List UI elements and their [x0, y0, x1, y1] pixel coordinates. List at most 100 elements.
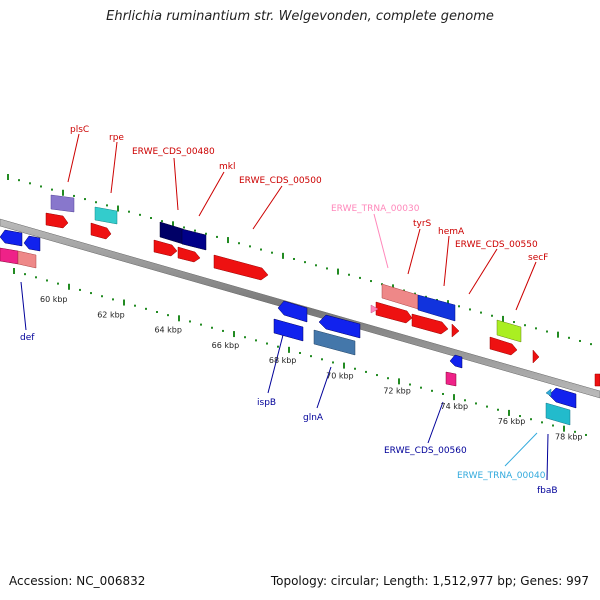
ruler-major-tick: [453, 394, 455, 401]
gene-def[interactable]: [0, 229, 23, 247]
gene-erwe-00550[interactable]: [496, 319, 522, 343]
ruler-dot: [304, 261, 306, 264]
gene-erwe-00560[interactable]: [445, 371, 457, 387]
cds-arrow[interactable]: [213, 254, 269, 281]
gene-def-b[interactable]: [23, 235, 41, 252]
ruler-dot: [90, 292, 92, 295]
accession-text: Accession: NC_006832: [9, 574, 146, 588]
ruler-dot: [359, 276, 361, 279]
ruler-dot: [189, 320, 191, 323]
gene-label[interactable]: ispB: [257, 398, 276, 408]
ruler-dot: [238, 242, 240, 245]
ruler-dot: [574, 430, 576, 433]
ruler-dot: [145, 307, 147, 310]
cds-arrow[interactable]: [177, 246, 201, 263]
ruler-dot: [255, 339, 257, 342]
gene-label[interactable]: ERWE_CDS_00550: [455, 240, 538, 250]
gene-label[interactable]: mkl: [219, 162, 235, 172]
gene-mkl[interactable]: [181, 228, 207, 251]
gene-rpe[interactable]: [94, 206, 118, 225]
trna-arrow[interactable]: [370, 304, 379, 314]
gene-label[interactable]: ERWE_TRNA_00040: [457, 471, 546, 481]
cds-arrow[interactable]: [90, 222, 112, 240]
ruler-dot: [40, 185, 42, 188]
gene-label[interactable]: plsC: [70, 125, 89, 135]
ruler-dot: [370, 280, 372, 283]
ruler-dot: [409, 383, 411, 386]
ruler-dot: [29, 182, 31, 185]
ruler-dot: [326, 267, 328, 270]
ruler-dot: [387, 377, 389, 380]
gene-ispB[interactable]: [273, 318, 304, 342]
gene-glnA-a[interactable]: [318, 314, 361, 339]
ruler-dot: [491, 314, 493, 317]
gene-pink[interactable]: [0, 247, 19, 265]
cds-arrow[interactable]: [594, 373, 600, 387]
forward-arrows[interactable]: [45, 212, 600, 387]
cds-arrow[interactable]: [451, 323, 460, 338]
gene-fbaB-block[interactable]: [545, 402, 571, 426]
gene-erwe-00560-a[interactable]: [449, 354, 463, 369]
ruler-major-tick: [288, 346, 290, 353]
gene-label[interactable]: fbaB: [537, 486, 558, 496]
reverse-features[interactable]: [0, 229, 577, 409]
ruler-dot: [321, 358, 323, 361]
gene-label[interactable]: def: [20, 333, 35, 343]
gene-label[interactable]: ERWE_CDS_00480: [132, 147, 215, 157]
gene-label[interactable]: glnA: [303, 413, 324, 423]
ruler-dot: [260, 248, 262, 251]
gene-hemA[interactable]: [417, 294, 456, 322]
ruler-major-tick: [13, 268, 15, 274]
forward-features[interactable]: [50, 194, 571, 426]
ruler-dot: [211, 326, 213, 329]
gene-glnA[interactable]: [313, 329, 356, 356]
ruler-major-tick: [178, 315, 180, 322]
cds-arrow[interactable]: [489, 336, 518, 356]
gene-label[interactable]: ERWE_CDS_00560: [384, 446, 467, 456]
gene-ispB-a[interactable]: [277, 300, 308, 323]
ruler-dot: [519, 415, 521, 418]
trna-40-arrow[interactable]: [545, 388, 552, 397]
ruler-dot: [464, 399, 466, 402]
gene-label[interactable]: rpe: [109, 133, 124, 143]
cds-arrow[interactable]: [153, 239, 178, 257]
ruler-dot: [277, 345, 279, 348]
ruler-dot: [101, 295, 103, 298]
ruler-dot: [458, 305, 460, 308]
ruler-dot: [590, 343, 592, 346]
ruler-dot: [513, 321, 515, 324]
gene-erwe-00480[interactable]: [159, 221, 184, 245]
ruler-dot: [194, 229, 196, 232]
map-title: Ehrlichia ruminantium str. Welgevonden, …: [106, 9, 494, 24]
ruler-dot: [271, 251, 273, 254]
gene-label[interactable]: secF: [528, 253, 548, 263]
gene-salmon[interactable]: [17, 250, 37, 269]
ruler-dot: [244, 336, 246, 339]
cds-arrow[interactable]: [411, 313, 449, 335]
ruler-dot: [376, 374, 378, 377]
gene-label[interactable]: ERWE_CDS_00500: [239, 176, 322, 186]
ruler-dot: [95, 201, 97, 204]
ruler-dot: [222, 329, 224, 332]
ruler-dot: [354, 367, 356, 370]
gene-label[interactable]: ERWE_TRNA_00030: [331, 204, 420, 214]
ruler-dot: [475, 402, 477, 405]
gene-plsC[interactable]: [50, 194, 75, 213]
ruler-dot: [106, 204, 108, 207]
cds-arrow[interactable]: [532, 349, 540, 364]
ruler-dot: [469, 308, 471, 311]
ruler-dot: [420, 386, 422, 389]
ruler-dot: [552, 424, 554, 427]
gene-label[interactable]: tyrS: [413, 219, 432, 229]
ruler-dot: [73, 194, 75, 197]
ruler-dot: [150, 216, 152, 219]
ruler-major-tick: [508, 409, 510, 416]
cds-arrow[interactable]: [45, 212, 69, 229]
gene-label[interactable]: hemA: [438, 227, 465, 237]
ruler-dot: [541, 421, 543, 424]
cds-arrow[interactable]: [375, 301, 413, 324]
ruler-major-tick: [557, 331, 559, 338]
ruler-major-tick: [7, 174, 9, 180]
